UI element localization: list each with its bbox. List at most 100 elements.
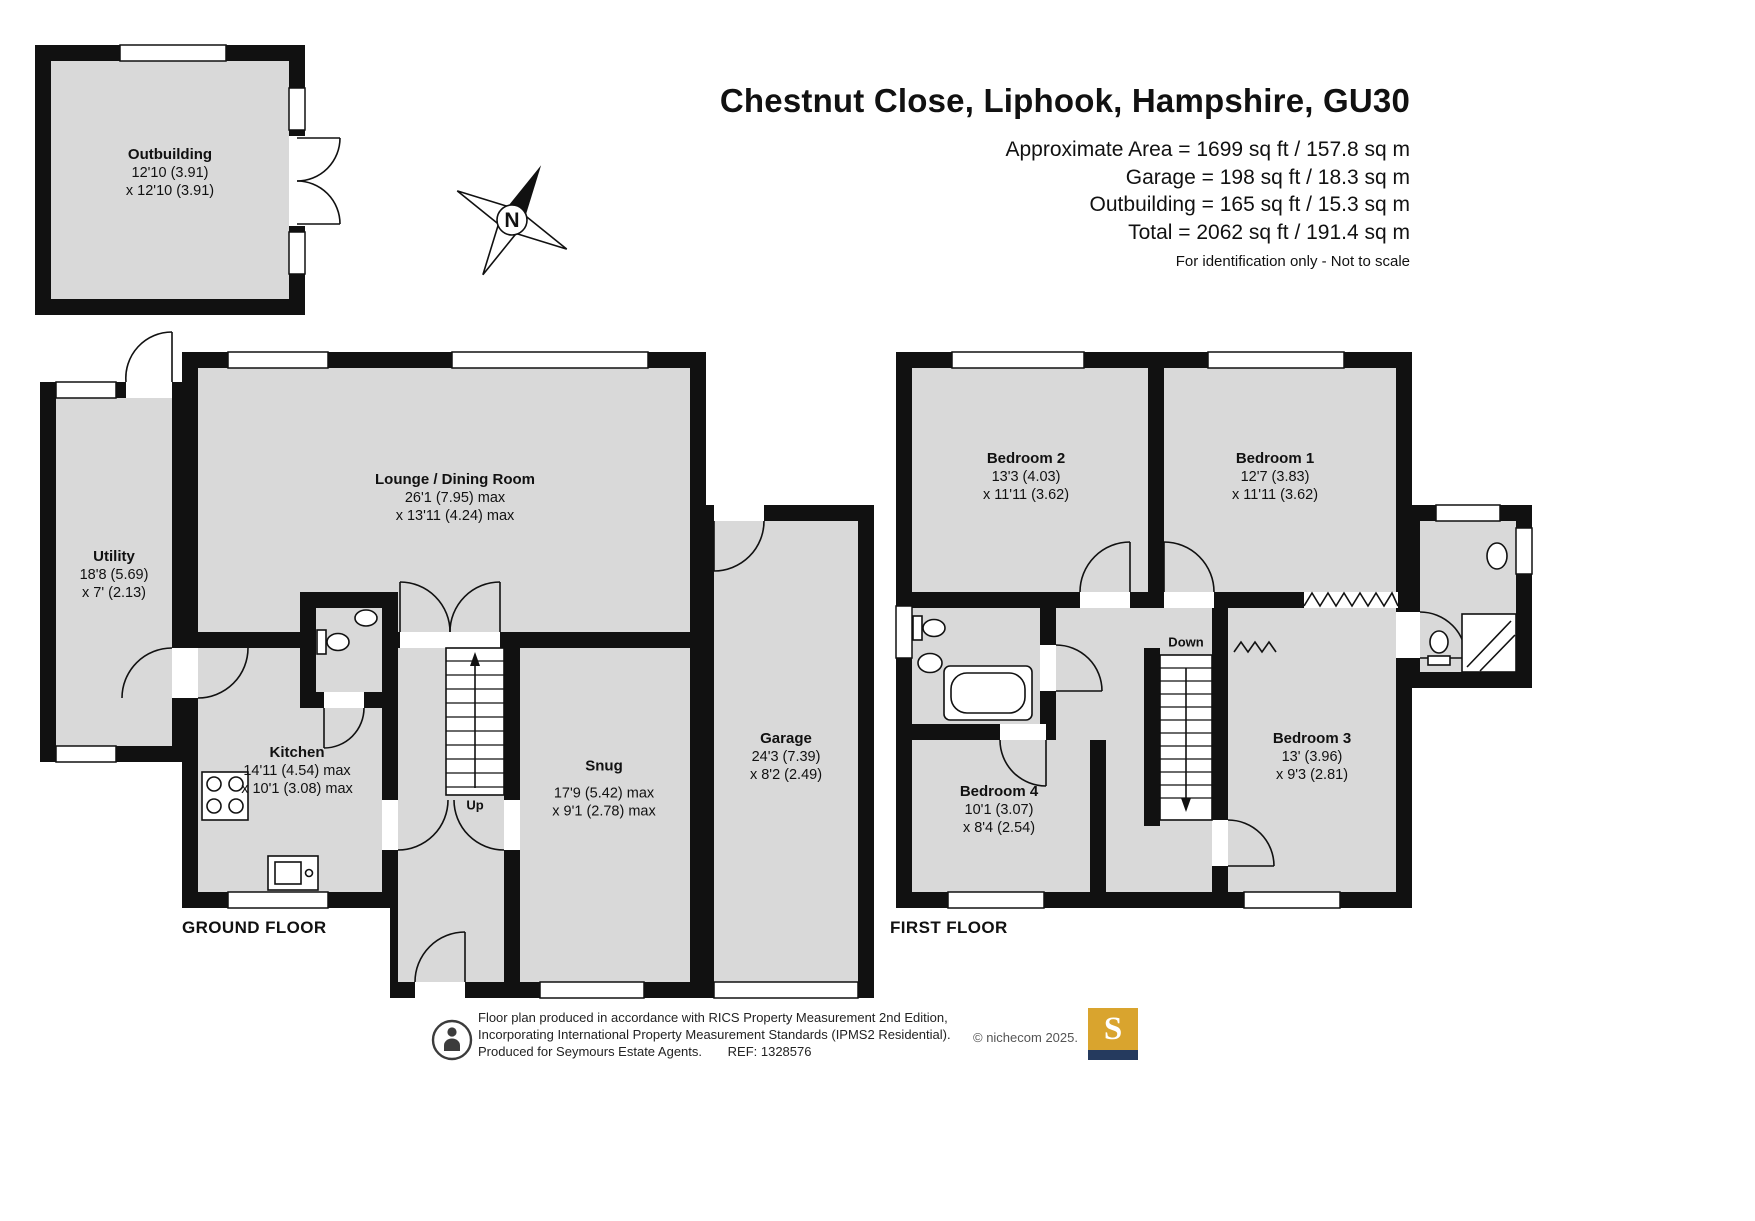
room-dimension: x 12'10 (3.91) xyxy=(125,183,215,199)
window xyxy=(288,231,306,275)
door-arcs-ground xyxy=(121,331,765,983)
stove-icon xyxy=(201,771,249,821)
room-dimension: 12'10 (3.91) xyxy=(131,165,209,181)
door-opening xyxy=(324,692,364,708)
door-opening xyxy=(1080,592,1130,608)
room-dimension: 13' (3.96) xyxy=(1281,749,1343,765)
room-dimension: 12'7 (3.83) xyxy=(1240,469,1310,485)
room-dimension: x 8'4 (2.54) xyxy=(962,820,1036,836)
room-label-bedroom1: Bedroom 1 12'7 (3.83) x 11'11 (3.62) xyxy=(1232,450,1318,504)
window xyxy=(119,44,227,62)
footer-ref: REF: 1328576 xyxy=(727,1044,812,1059)
ground-floor-label: GROUND FLOOR xyxy=(182,918,327,937)
room-dimension: x 9'1 (2.78) max xyxy=(552,803,656,820)
stairs-first xyxy=(1159,654,1213,821)
room-name: Bedroom 1 xyxy=(1235,450,1315,467)
room-dimension: 17'9 (5.42) max xyxy=(553,785,655,802)
stairs-down-label: Down xyxy=(1168,634,1204,650)
room-name: Kitchen xyxy=(269,744,325,761)
door-opening xyxy=(126,382,172,398)
garage-door xyxy=(713,981,859,999)
door-opening xyxy=(1396,612,1420,658)
double-door-arc xyxy=(296,137,341,225)
door-opening xyxy=(1040,645,1056,691)
room-dimension: x 9'3 (2.81) xyxy=(1275,767,1349,783)
room-label-lounge: Lounge / Dining Room 26'1 (7.95) max x 1… xyxy=(375,471,535,525)
room-name: Outbuilding xyxy=(127,146,213,163)
sink-icon xyxy=(1486,542,1508,570)
room-label-snug: Snug 17'9 (5.42) max x 9'1 (2.78) max xyxy=(552,758,656,821)
area-line-total: Total = 2062 sq ft / 191.4 sq m xyxy=(1128,220,1410,244)
footer-line-2: Incorporating International Property Mea… xyxy=(478,1027,951,1042)
window xyxy=(947,891,1045,909)
door-opening xyxy=(400,632,500,648)
room-name: Utility xyxy=(93,548,135,565)
footer-line-1: Floor plan produced in accordance with R… xyxy=(478,1010,948,1025)
room-dimension: 18'8 (5.69) xyxy=(79,567,149,583)
room-dimension: 10'1 (3.07) xyxy=(964,802,1034,818)
page-title: Chestnut Close, Liphook, Hampshire, GU30 xyxy=(719,82,1410,119)
person-icon xyxy=(431,1019,473,1061)
sink-icon xyxy=(917,652,943,674)
door-opening xyxy=(1000,724,1046,740)
room-name: Bedroom 2 xyxy=(986,450,1066,467)
room-name: Garage xyxy=(760,730,812,747)
wardrobe-zigzag xyxy=(1233,640,1277,654)
ground-floor-plan xyxy=(40,331,874,999)
bathtub-icon xyxy=(943,665,1033,721)
scale-disclaimer: For identification only - Not to scale xyxy=(1175,253,1410,270)
window xyxy=(1207,351,1345,369)
room-dimension: 26'1 (7.95) max xyxy=(404,490,506,506)
room-name: Lounge / Dining Room xyxy=(375,471,535,488)
room-label-bedroom4: Bedroom 4 10'1 (3.07) x 8'4 (2.54) xyxy=(960,783,1038,837)
window xyxy=(55,381,117,399)
room-label-garage: Garage 24'3 (7.39) x 8'2 (2.49) xyxy=(750,730,822,784)
garage-room xyxy=(714,521,858,982)
bedroom4-room xyxy=(912,740,1090,892)
room-dimension: 24'3 (7.39) xyxy=(751,749,821,765)
window xyxy=(1243,891,1341,909)
window xyxy=(1515,527,1533,575)
room-dimension: x 11'11 (3.62) xyxy=(1231,487,1319,503)
window xyxy=(451,351,649,369)
logo-letter: S xyxy=(1103,1010,1123,1047)
first-floor-label: FIRST FLOOR xyxy=(890,918,1008,937)
room-dimension: 14'11 (4.54) max xyxy=(243,763,351,779)
room-dimension: x 7' (2.13) xyxy=(81,585,147,601)
front-door-opening xyxy=(415,982,465,998)
wardrobe-zigzag xyxy=(1303,591,1399,608)
compass-north-label: N xyxy=(504,209,520,232)
window xyxy=(951,351,1085,369)
stairs-up-label: Up xyxy=(466,797,484,813)
room-dimension: x 10'1 (3.08) max xyxy=(241,781,353,797)
room-dimension: 13'3 (4.03) xyxy=(991,469,1061,485)
window xyxy=(55,745,117,763)
bedroom2-room xyxy=(912,368,1148,592)
shower-icon xyxy=(1461,613,1517,673)
footer-disclaimer: Floor plan produced in accordance with R… xyxy=(478,1009,951,1060)
room-dimension: x 8'2 (2.49) xyxy=(749,767,823,783)
room-label-kitchen: Kitchen 14'11 (4.54) max x 10'1 (3.08) m… xyxy=(241,744,353,798)
lounge-room xyxy=(198,368,690,632)
room-name: Snug xyxy=(585,757,623,775)
toilet-icon xyxy=(912,615,946,641)
header: Chestnut Close, Liphook, Hampshire, GU30… xyxy=(720,82,1410,270)
window xyxy=(288,87,306,131)
utility-room xyxy=(56,398,172,746)
toilet-icon xyxy=(316,629,350,655)
window xyxy=(227,351,329,369)
outbuilding-plan xyxy=(35,44,341,315)
room-label-bedroom2: Bedroom 2 13'3 (4.03) x 11'11 (3.62) xyxy=(983,450,1069,504)
door-opening xyxy=(504,800,520,850)
room-label-bedroom3: Bedroom 3 13' (3.96) x 9'3 (2.81) xyxy=(1273,730,1351,784)
room-label-utility: Utility 18'8 (5.69) x 7' (2.13) xyxy=(80,548,149,602)
footer-line-3: Produced for Seymours Estate Agents. REF… xyxy=(478,1043,951,1060)
window xyxy=(539,981,645,999)
window xyxy=(227,891,329,909)
area-line-garage: Garage = 198 sq ft / 18.3 sq m xyxy=(1125,165,1410,189)
toilet-icon xyxy=(1427,630,1451,666)
sink-icon xyxy=(354,609,378,627)
window xyxy=(895,605,913,659)
